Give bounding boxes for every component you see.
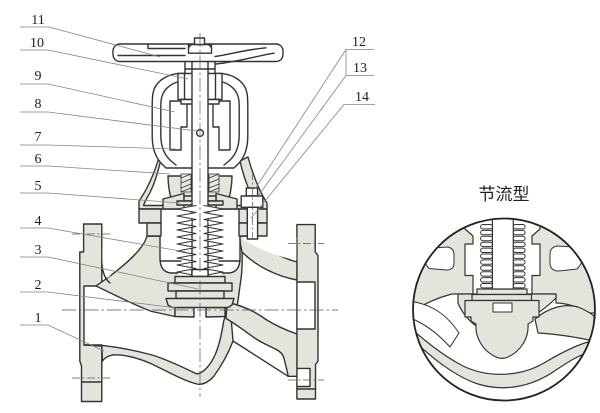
svg-text:节流型: 节流型 <box>479 185 530 204</box>
svg-text:13: 13 <box>353 61 367 76</box>
svg-text:2: 2 <box>35 278 42 293</box>
svg-text:14: 14 <box>355 90 369 105</box>
svg-text:10: 10 <box>30 36 44 51</box>
svg-text:8: 8 <box>35 97 42 112</box>
svg-text:6: 6 <box>35 152 42 167</box>
svg-text:1: 1 <box>35 311 42 326</box>
svg-text:5: 5 <box>35 179 42 194</box>
svg-text:7: 7 <box>35 130 42 145</box>
svg-text:3: 3 <box>35 243 42 258</box>
svg-text:9: 9 <box>35 69 42 84</box>
svg-text:12: 12 <box>352 35 366 50</box>
svg-text:11: 11 <box>31 13 44 28</box>
svg-text:4: 4 <box>35 214 42 229</box>
